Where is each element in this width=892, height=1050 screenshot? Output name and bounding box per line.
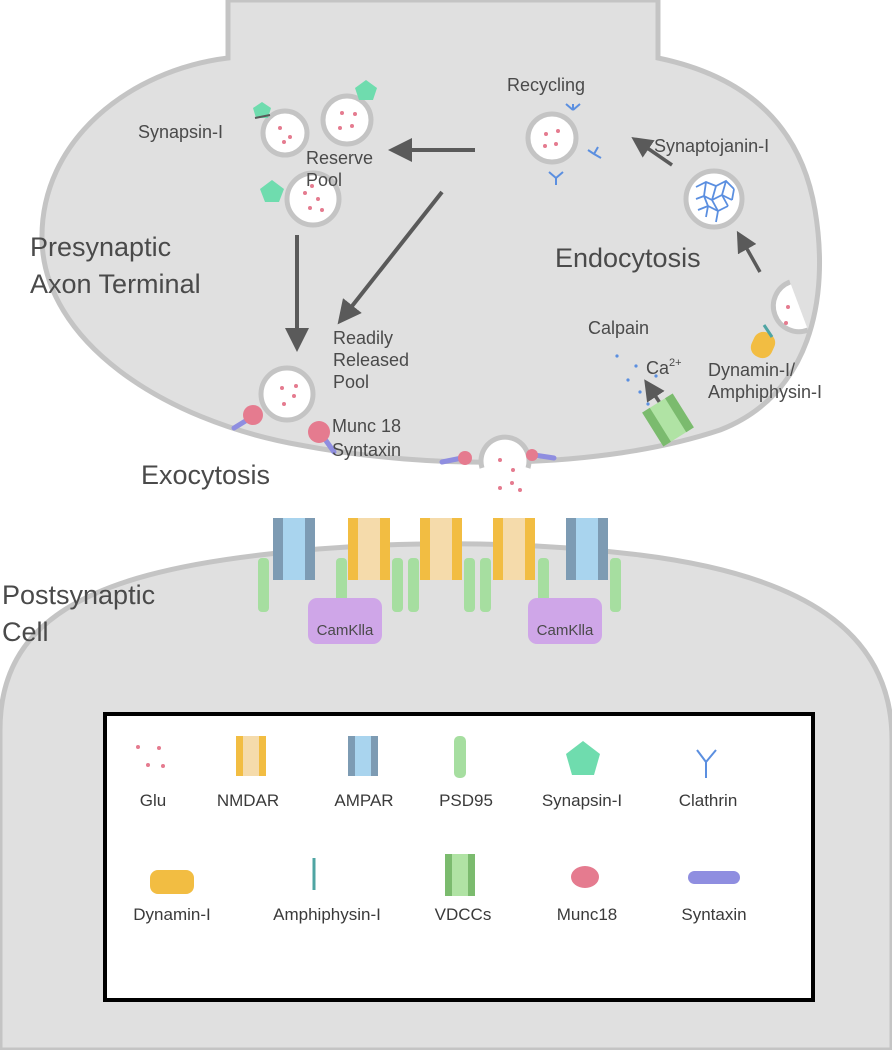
dynamin-label-line2: Amphiphysin-I bbox=[708, 382, 822, 402]
fusing-vesicle bbox=[439, 434, 557, 492]
ampar-receptor bbox=[566, 518, 608, 580]
munc18-icon bbox=[458, 451, 472, 465]
synapsin-icon bbox=[260, 180, 284, 202]
clathrin-icon bbox=[696, 749, 717, 778]
nmdar-icon bbox=[236, 736, 266, 776]
nmdar-receptor bbox=[493, 518, 535, 580]
calpain-label: Calpain bbox=[588, 318, 649, 338]
recycling-label: Recycling bbox=[507, 75, 585, 95]
presynaptic-title-line1: Presynaptic bbox=[30, 232, 171, 262]
presynaptic-title-line2: Axon Terminal bbox=[30, 269, 201, 299]
legend-label: Dynamin-I bbox=[133, 905, 210, 924]
readily-label-line2: Released bbox=[333, 350, 409, 370]
legend-label: Glu bbox=[140, 791, 166, 810]
psd95-icon bbox=[392, 558, 403, 612]
legend-label: NMDAR bbox=[217, 791, 279, 810]
syntaxin-icon bbox=[688, 871, 740, 884]
legend-label: Clathrin bbox=[679, 791, 738, 810]
munc18-icon bbox=[571, 866, 599, 888]
clathrin-icon bbox=[548, 171, 564, 185]
legend-label: AMPAR bbox=[334, 791, 393, 810]
endocytosis-label: Endocytosis bbox=[555, 243, 701, 273]
amphiphysin-icon bbox=[762, 324, 774, 338]
presynaptic-terminal bbox=[39, 0, 822, 465]
synapsin-icon bbox=[253, 102, 271, 118]
synaptojanin-label: Synaptojanin-I bbox=[654, 136, 769, 156]
postsynaptic-density bbox=[258, 518, 621, 644]
dynamin-icon bbox=[150, 870, 194, 894]
synapsin-icon bbox=[355, 80, 377, 100]
synapsin-icon bbox=[566, 741, 600, 775]
psd95-icon bbox=[480, 558, 491, 612]
clathrin-icon bbox=[587, 146, 602, 159]
dynamin-icon bbox=[750, 331, 776, 359]
readily-released-vesicle bbox=[231, 365, 337, 455]
psd95-icon bbox=[408, 558, 419, 612]
psd95-icon bbox=[454, 736, 466, 778]
psd95-icon bbox=[610, 558, 621, 612]
psd95-icon bbox=[258, 558, 269, 612]
psd95-icon bbox=[464, 558, 475, 612]
munc18-icon bbox=[526, 449, 538, 461]
syntaxin-label: Syntaxin bbox=[332, 440, 401, 460]
legend-label: Munc18 bbox=[557, 905, 617, 924]
vesicle bbox=[284, 170, 342, 228]
ampar-icon bbox=[348, 736, 378, 776]
camk-box-left bbox=[308, 598, 382, 644]
synapsin-label: Synapsin-I bbox=[138, 122, 223, 142]
camk-label-left: CamKlla bbox=[317, 622, 374, 639]
postsynaptic-title-line1: Postsynaptic bbox=[2, 580, 155, 610]
endocytic-pit bbox=[750, 279, 809, 359]
vdcc-icon bbox=[445, 854, 475, 896]
munc18-label: Munc 18 bbox=[332, 416, 401, 436]
legend-label: VDCCs bbox=[435, 905, 492, 924]
clathrin-coated-vesicle bbox=[683, 168, 745, 230]
arrow-to-recycling bbox=[631, 137, 673, 167]
arrow-endocytosis bbox=[736, 230, 762, 273]
legend-label: Synapsin-I bbox=[542, 791, 622, 810]
calcium-ions bbox=[615, 354, 658, 406]
legend-label: PSD95 bbox=[439, 791, 493, 810]
munc18-icon bbox=[308, 421, 330, 443]
arrow-to-rrp-diag bbox=[337, 190, 444, 325]
reserve-pool bbox=[253, 80, 377, 228]
vesicle bbox=[260, 108, 310, 158]
calcium-label: Ca2+ bbox=[646, 357, 682, 378]
camk-label-right: CamKlla bbox=[537, 622, 594, 639]
legend-label: Amphiphysin-I bbox=[273, 905, 381, 924]
nmdar-receptor bbox=[420, 518, 462, 580]
legend-label: Syntaxin bbox=[681, 905, 746, 924]
readily-label-line1: Readily bbox=[333, 328, 393, 348]
reserve-label-line2: Pool bbox=[306, 170, 342, 190]
vesicle bbox=[320, 93, 374, 147]
recycling-vesicle bbox=[525, 103, 602, 185]
postsynaptic-title-line2: Cell bbox=[2, 617, 49, 647]
exocytosis-label: Exocytosis bbox=[141, 460, 270, 490]
camk-box-right bbox=[528, 598, 602, 644]
arrow bbox=[254, 114, 271, 119]
glu-icon bbox=[136, 745, 165, 768]
munc18-icon bbox=[243, 405, 263, 425]
reserve-label-line1: Reserve bbox=[306, 148, 373, 168]
ampar-receptor bbox=[273, 518, 315, 580]
dynamin-label-line1: Dynamin-I/ bbox=[708, 360, 795, 380]
clathrin-icon bbox=[565, 103, 581, 111]
vdcc-channel bbox=[642, 393, 694, 447]
readily-label-line3: Pool bbox=[333, 372, 369, 392]
nmdar-receptor bbox=[348, 518, 390, 580]
legend: Glu NMDAR AMPAR PSD95 Synapsin-I Clathri… bbox=[103, 712, 815, 1002]
